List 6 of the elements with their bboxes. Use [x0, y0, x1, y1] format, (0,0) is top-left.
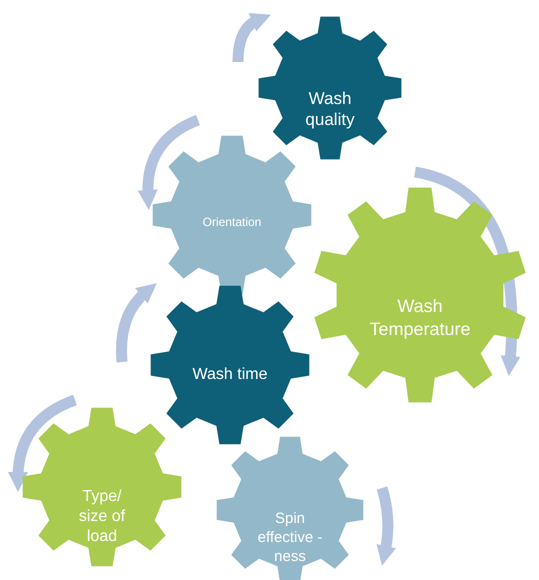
gear-label: Spin effective -ness: [256, 510, 324, 566]
gear-label: Wash time: [192, 365, 268, 385]
gear-label: Orientation: [202, 215, 262, 230]
gear-label: Type/ size of load: [78, 487, 126, 547]
gear-label: Wash Temperature: [368, 295, 472, 340]
gear-label: Wash quality: [304, 88, 356, 130]
